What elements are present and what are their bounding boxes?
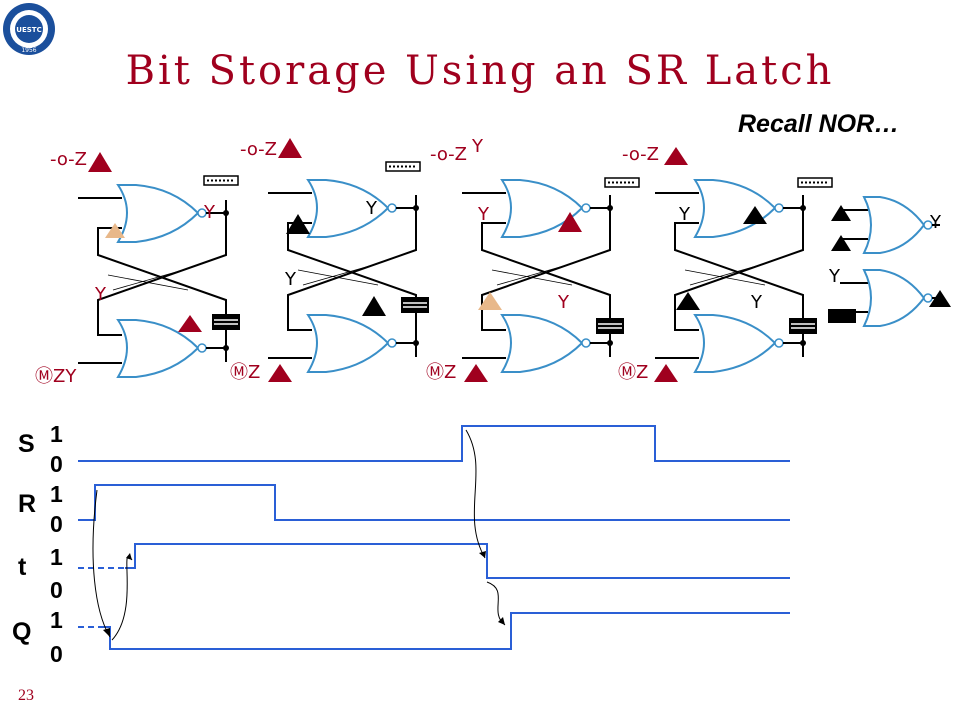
svg-text:Y: Y <box>477 204 490 225</box>
triangle-marker <box>88 152 112 172</box>
logo-text: UESTC <box>16 26 41 34</box>
signal-r-high: 1 <box>50 481 63 507</box>
signal-t-low: 0 <box>50 577 63 603</box>
triangle-marker <box>105 223 125 238</box>
signal-s-low: 0 <box>50 451 63 477</box>
svg-text:Y: Y <box>750 292 763 313</box>
svg-text:Y: Y <box>678 204 691 225</box>
svg-text:Y: Y <box>365 198 378 219</box>
s-input-marker-2: -o-Z <box>240 139 277 160</box>
signal-q-low: 0 <box>50 641 63 667</box>
signal-s-high: 1 <box>50 421 63 447</box>
triangle-marker <box>178 315 202 332</box>
svg-text:Y: Y <box>557 292 570 313</box>
svg-text:Y: Y <box>828 266 841 287</box>
waveform-s <box>78 425 790 462</box>
recall-nor-gate-1 <box>840 196 940 254</box>
signal-label-q: Q <box>12 618 31 646</box>
svg-text:Y: Y <box>94 284 107 305</box>
page-number: 23 <box>18 687 34 704</box>
s-input-marker-4: -o-Z <box>622 144 659 165</box>
slide-title: Bit Storage Using an SR Latch <box>125 48 835 94</box>
logo-year: 1956 <box>21 47 36 54</box>
r-input-marker-4: ⓂZ <box>618 362 648 383</box>
subtitle: Recall NOR… <box>738 110 900 138</box>
waveform-q <box>102 612 790 650</box>
signal-q-high: 1 <box>50 607 63 633</box>
waveform-t <box>125 543 790 579</box>
waveform-r <box>78 484 790 521</box>
university-logo: UESTC 1956 <box>3 3 55 55</box>
latch-circuit-4 <box>654 179 807 373</box>
sr-latch-circuits: -o-Z Y Y ⓂZY -o-Z Y Y ⓂZ -o-Z Y Y Y ⓂZ -… <box>35 136 951 387</box>
svg-text:Y: Y <box>929 212 942 233</box>
s-input-marker-1: -o-Z <box>50 149 87 170</box>
s-input-marker-3: -o-Z <box>430 144 467 165</box>
signal-r-low: 0 <box>50 511 63 537</box>
signal-t-high: 1 <box>50 544 63 570</box>
r-input-marker-1: ⓂZY <box>35 366 77 387</box>
svg-text:Y: Y <box>203 202 216 223</box>
signal-label-s: S <box>18 430 35 458</box>
r-input-marker-2: ⓂZ <box>230 362 260 383</box>
signal-label-r: R <box>18 490 36 518</box>
svg-text:Y: Y <box>284 269 297 290</box>
timing-diagram: S 1 0 R 1 0 t 1 0 Q 1 0 <box>12 421 790 667</box>
signal-label-t: t <box>18 553 27 581</box>
r-input-marker-3: ⓂZ <box>426 362 456 383</box>
svg-text:Y: Y <box>471 136 484 157</box>
